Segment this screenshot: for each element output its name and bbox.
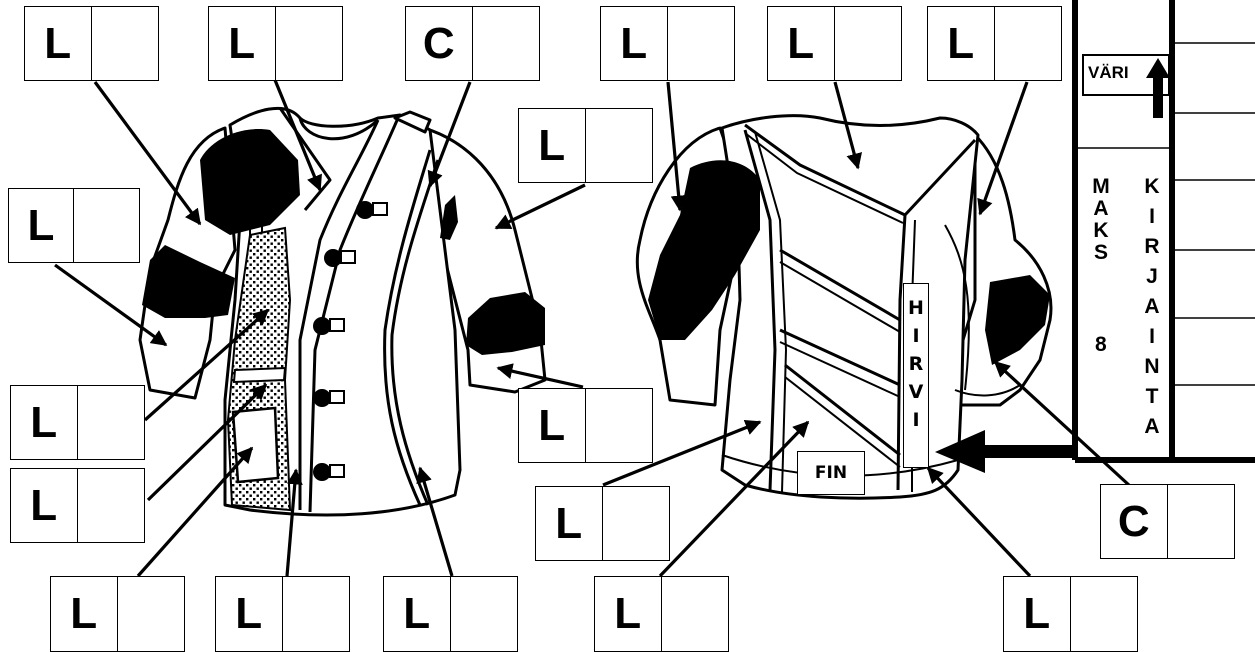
callout-color-cell[interactable]	[995, 7, 1062, 80]
callout-box-1: L	[24, 6, 159, 81]
callout-color-cell[interactable]	[473, 7, 540, 80]
letters-word-letter: R	[1144, 232, 1159, 262]
back-name-letter: H	[908, 294, 924, 322]
callout-box-5: L	[767, 6, 902, 81]
letters-word-letter: A	[1144, 412, 1159, 442]
callout-color-cell[interactable]	[835, 7, 902, 80]
front-pocket	[233, 408, 278, 482]
callout-box-7: L	[518, 108, 653, 183]
back-name-letter: I	[912, 406, 919, 434]
callout-code: L	[1004, 577, 1071, 651]
callout-box-17: L	[594, 576, 729, 652]
callout-color-cell[interactable]	[451, 577, 518, 651]
callout-code: L	[519, 389, 586, 462]
callout-code: L	[928, 7, 995, 80]
callout-code: L	[519, 109, 586, 182]
back-name-letter: R	[909, 350, 924, 378]
callout-color-cell[interactable]	[74, 189, 139, 262]
letters-word-letter: A	[1144, 292, 1159, 322]
callout-box-16: L	[383, 576, 518, 652]
callout-color-cell[interactable]	[668, 7, 735, 80]
max-word-letter: S	[1094, 242, 1108, 264]
callout-code: C	[406, 7, 473, 80]
callout-box-2: L	[208, 6, 343, 81]
callout-box-13: C	[1100, 484, 1235, 559]
callout-box-8: L	[8, 188, 140, 263]
callout-box-4: L	[600, 6, 735, 81]
callout-code: L	[384, 577, 451, 651]
max-word-letter: K	[1093, 220, 1108, 242]
callout-color-cell[interactable]	[586, 389, 653, 462]
callout-color-cell[interactable]	[1071, 577, 1138, 651]
letters-word-letter: N	[1144, 352, 1159, 382]
callout-color-cell[interactable]	[118, 577, 185, 651]
callout-code: L	[768, 7, 835, 80]
callout-color-cell[interactable]	[283, 577, 350, 651]
callout-code: L	[216, 577, 283, 651]
callout-box-6: L	[927, 6, 1062, 81]
callout-color-cell[interactable]	[603, 487, 670, 560]
color-label: VÄRI	[1088, 63, 1129, 83]
back-name-letter: V	[909, 378, 924, 406]
letters-word-letter: T	[1146, 382, 1159, 412]
max-digit: 8	[1095, 333, 1107, 357]
callout-code: L	[601, 7, 668, 80]
callout-code: L	[11, 469, 78, 542]
callout-box-10: L	[518, 388, 653, 463]
callout-box-14: L	[50, 576, 185, 652]
callout-code: L	[11, 386, 78, 459]
callout-code: L	[51, 577, 118, 651]
callout-code: L	[9, 189, 74, 262]
callout-code: L	[209, 7, 276, 80]
callout-code: C	[1101, 485, 1168, 558]
callout-box-15: L	[215, 576, 350, 652]
back-country-label: FIN	[797, 451, 865, 495]
callout-box-9: L	[10, 385, 145, 460]
callout-color-cell[interactable]	[78, 469, 145, 542]
letters-word-letter: I	[1149, 202, 1155, 232]
back-name-letter: I	[912, 322, 919, 350]
up-arrow-icon	[1146, 58, 1170, 118]
letters-word-letter: I	[1149, 322, 1155, 352]
callout-color-cell[interactable]	[276, 7, 343, 80]
country-code: FIN	[815, 463, 847, 483]
callout-code: L	[25, 7, 92, 80]
callout-color-cell[interactable]	[1168, 485, 1235, 558]
callout-color-cell[interactable]	[92, 7, 159, 80]
callout-code: L	[595, 577, 662, 651]
callout-box-12: L	[535, 486, 670, 561]
max-word-letter: A	[1093, 198, 1108, 220]
callout-box-3: C	[405, 6, 540, 81]
callout-code: L	[536, 487, 603, 560]
max-word-letter: M	[1092, 176, 1110, 198]
callout-color-cell[interactable]	[662, 577, 729, 651]
letters-word-letter: J	[1146, 262, 1158, 292]
callout-box-18: L	[1003, 576, 1138, 652]
letters-word-letter: K	[1144, 172, 1159, 202]
callout-box-11: L	[10, 468, 145, 543]
callout-color-cell[interactable]	[586, 109, 653, 182]
back-body	[722, 116, 978, 499]
callout-color-cell[interactable]	[78, 386, 145, 459]
